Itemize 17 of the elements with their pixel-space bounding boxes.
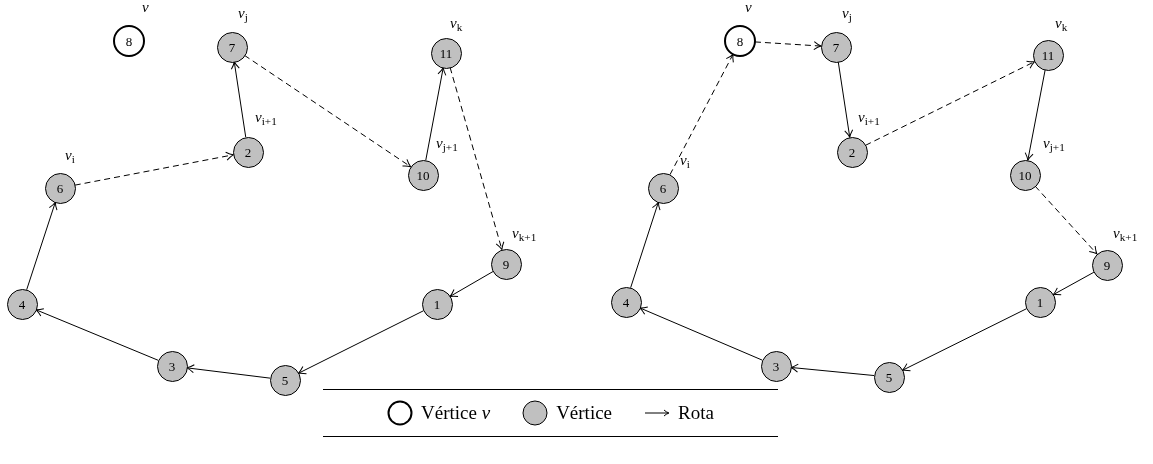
- vertex-label: v$_{i+1}$: [858, 110, 880, 125]
- vertex-label: v$_{k}$: [1055, 16, 1068, 31]
- vertex-label: v$_{j+1}$: [1043, 136, 1065, 151]
- vertex-label: v$_{i}$: [680, 153, 690, 168]
- vertex-label: v$_{j}$: [238, 6, 248, 21]
- vertex-label: v$_{j}$: [842, 6, 852, 21]
- vertex-label: v$_{j+1}$: [436, 136, 458, 151]
- vertex-label: v: [142, 0, 149, 15]
- legend-text: Vértice v: [421, 400, 491, 425]
- vertex-label: v: [745, 0, 752, 15]
- vertex-label: v$_{k+1}$: [512, 226, 537, 241]
- vertex-label: v$_{k}$: [450, 16, 463, 31]
- vertex-label: v$_{k+1}$: [1113, 226, 1138, 241]
- legend-text: Rota: [678, 400, 714, 425]
- vertex-label: v$_{i+1}$: [255, 110, 277, 125]
- legend-text: Vértice: [556, 400, 613, 425]
- vertex-label: v$_{i}$: [65, 148, 75, 163]
